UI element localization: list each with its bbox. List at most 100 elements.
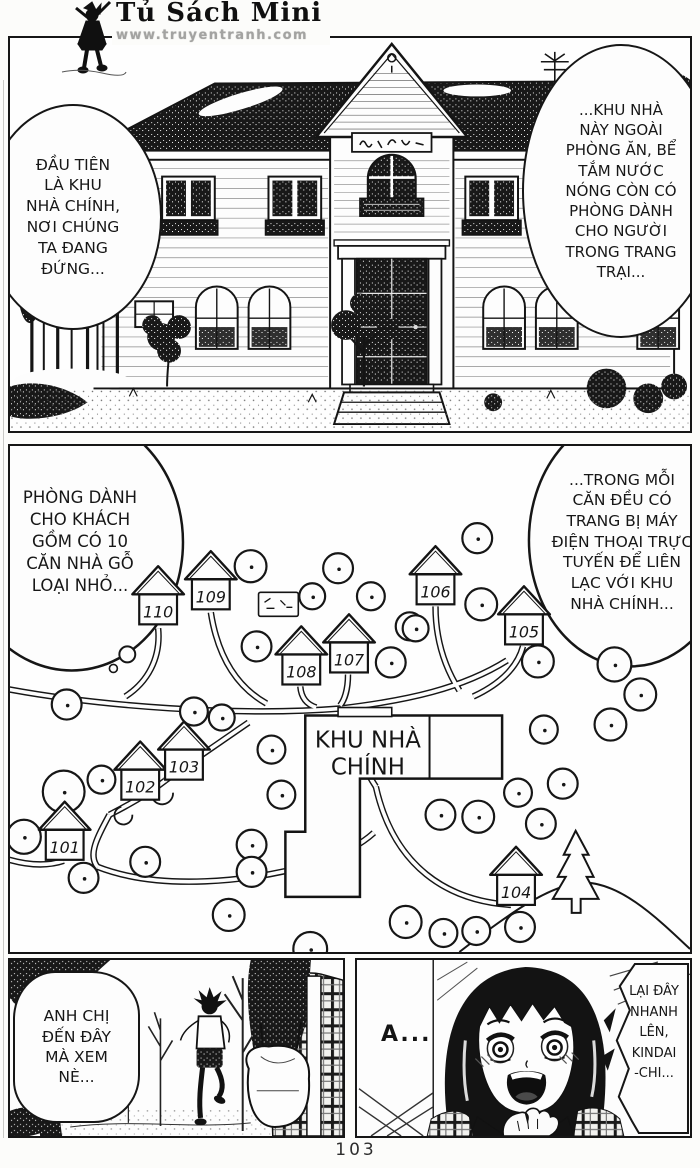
map-tree bbox=[464, 587, 499, 622]
house-number: 101 bbox=[50, 838, 80, 857]
speech-bubble-text: PHÒNG DÀNH CHO KHÁCH GỒM CÓ 10 CĂN NHÀ G… bbox=[22, 487, 138, 596]
plaid-shoulder bbox=[573, 1107, 625, 1136]
map-tree bbox=[461, 522, 494, 555]
exclamation-text: A... bbox=[381, 1022, 432, 1047]
map-houses: 101 102 103 104 105 106 107 108 109 110 bbox=[37, 544, 552, 907]
site-url: www.truyentranh.com bbox=[116, 28, 309, 44]
building-label-line1: KHU NHÀ bbox=[315, 726, 421, 754]
panel-running-scene: ANH CHỊ ĐẾN ĐÂY MÀ XEM NÈ... bbox=[8, 958, 345, 1138]
map-svg: 101 102 103 104 105 106 107 108 109 110 KHU NHÀ C… bbox=[10, 446, 690, 952]
map-tree bbox=[240, 630, 273, 663]
building-label-line2: CHÍNH bbox=[331, 753, 405, 781]
map-house: 102 bbox=[113, 740, 168, 801]
bubble-tail bbox=[118, 645, 137, 664]
map-tree bbox=[50, 688, 83, 721]
speech-strip bbox=[615, 963, 689, 1134]
speech-strip-text: LẠI ĐÂY NHANH LÊN, KINDAI -CHI... bbox=[629, 984, 679, 1082]
running-girl bbox=[179, 987, 231, 1126]
map-tree bbox=[461, 799, 496, 834]
map-tree bbox=[355, 581, 386, 612]
white-bag bbox=[245, 1044, 311, 1128]
map-tree bbox=[528, 714, 559, 745]
roof-snow bbox=[198, 86, 283, 117]
foreground-person bbox=[245, 960, 343, 1136]
roof-snow bbox=[443, 84, 512, 97]
house-number: 110 bbox=[143, 602, 173, 621]
map-tree bbox=[623, 677, 658, 712]
map-house: 107 bbox=[321, 613, 377, 674]
girl-face-illustration bbox=[357, 960, 690, 1136]
tv-antenna bbox=[540, 51, 569, 102]
ground-texture bbox=[10, 390, 690, 431]
map-tree bbox=[374, 646, 407, 679]
hatch-lines bbox=[358, 1088, 434, 1136]
house-number: 104 bbox=[501, 883, 531, 902]
map-sign bbox=[257, 591, 300, 618]
map-tree bbox=[428, 917, 459, 949]
girl-eyes bbox=[485, 1030, 570, 1064]
map-tree bbox=[424, 798, 457, 831]
hair-highlights bbox=[462, 1040, 597, 1102]
map-tree bbox=[503, 910, 537, 944]
house-number: 105 bbox=[509, 622, 539, 641]
map-tree bbox=[235, 828, 268, 861]
speech-bubble: ...KHU NHÀ NÀY NGOÀI PHÒNG ĂN, BỂ TẮM NƯ… bbox=[522, 44, 690, 338]
map-tree bbox=[235, 855, 268, 888]
front-bush-center bbox=[331, 293, 399, 387]
map-tree bbox=[546, 767, 579, 800]
map-tree bbox=[67, 861, 100, 894]
house-number: 109 bbox=[196, 587, 226, 606]
map-tree bbox=[461, 915, 492, 947]
map-house: 106 bbox=[408, 544, 463, 606]
road-curl bbox=[113, 805, 134, 826]
map-house: 109 bbox=[183, 550, 238, 611]
house-number: 108 bbox=[286, 662, 316, 681]
map-trees bbox=[10, 522, 658, 952]
tower-arch-window bbox=[359, 153, 425, 217]
house-name-sign bbox=[351, 132, 433, 153]
girl-face bbox=[477, 1001, 575, 1114]
map-tree bbox=[401, 614, 430, 643]
speech-bubble-text: ...TRONG MỖI CĂN ĐỀU CÓ TRANG BỊ MÁY ĐIỆ… bbox=[551, 470, 692, 613]
map-house: 101 bbox=[37, 800, 92, 861]
open-mouth bbox=[506, 1071, 547, 1105]
map-tree bbox=[178, 696, 209, 727]
map-house: 104 bbox=[488, 845, 544, 907]
jumping-girl-silhouette bbox=[61, 0, 127, 76]
second-floor-windows bbox=[158, 175, 522, 236]
plaid-shoulder bbox=[426, 1110, 474, 1136]
map-house: 108 bbox=[274, 625, 329, 686]
blush-lines bbox=[474, 1052, 580, 1068]
map-tree bbox=[211, 897, 246, 933]
page-title: Tủ Sách Mini bbox=[116, 0, 323, 28]
bubble-tail bbox=[108, 663, 119, 674]
pine-tree bbox=[551, 828, 601, 914]
map-tree bbox=[388, 904, 423, 940]
nose bbox=[525, 1060, 529, 1069]
map-tree bbox=[502, 777, 534, 808]
house-number: 103 bbox=[169, 758, 199, 777]
map-tree bbox=[322, 552, 355, 585]
grass-tufts bbox=[128, 387, 556, 403]
house-number: 102 bbox=[125, 778, 155, 797]
map-tree bbox=[292, 930, 329, 952]
gable-ornament bbox=[387, 53, 397, 73]
scan-edge-line bbox=[3, 80, 4, 1138]
clasped-hands bbox=[502, 1107, 560, 1136]
map-house: 105 bbox=[496, 585, 552, 646]
house-number: 107 bbox=[334, 650, 364, 669]
map-tree bbox=[266, 779, 297, 810]
map-house: 103 bbox=[156, 720, 212, 781]
map-tree bbox=[233, 549, 268, 584]
speech-bubble: ĐẦU TIÊN LÀ KHU NHÀ CHÍNH, NƠI CHÚNG TA … bbox=[10, 104, 162, 330]
map-tree bbox=[524, 807, 557, 840]
p1-gable-stripes bbox=[328, 73, 455, 130]
map-tree bbox=[129, 845, 162, 878]
map-tree bbox=[86, 764, 117, 795]
house-number: 106 bbox=[420, 582, 450, 601]
eyebrows bbox=[486, 1017, 567, 1026]
speech-bubble: ANH CHỊ ĐẾN ĐÂY MÀ XEM NÈ... bbox=[13, 971, 140, 1123]
map-tree bbox=[207, 703, 236, 732]
panel-cabin-map: 101 102 103 104 105 106 107 108 109 110 KHU NHÀ C… bbox=[8, 444, 692, 954]
